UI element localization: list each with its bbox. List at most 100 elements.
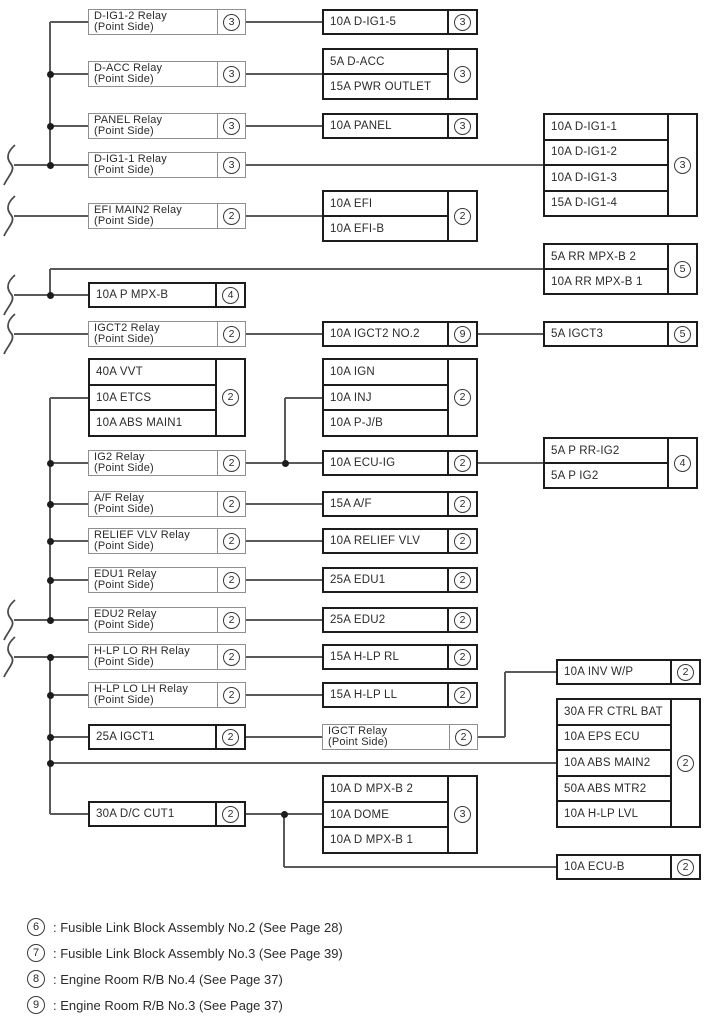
relay-name-label: EDU1 Relay(Point Side) xyxy=(89,568,217,592)
fuse-label: 10A ABS MAIN1 xyxy=(90,409,215,435)
junction-dot xyxy=(46,616,54,624)
relay-h-lp-lo-lh: H-LP LO LH Relay(Point Side)2 xyxy=(88,682,246,708)
relay-d-ig1-2: D-IG1-2 Relay(Point Side)3 xyxy=(88,9,246,35)
relay-igct: IGCT Relay(Point Side)2 xyxy=(322,724,478,750)
relay-label-area: EDU1 Relay(Point Side) xyxy=(89,568,217,592)
relay-label-line: IG2 Relay xyxy=(94,450,145,463)
location-badge-cell: 3 xyxy=(217,114,245,138)
fuse-label-area: 10A INV W/P xyxy=(558,661,670,683)
relay-panel: PANEL Relay(Point Side)3 xyxy=(88,113,246,139)
relay-label-line: A/F Relay xyxy=(94,491,145,504)
junction-dot xyxy=(46,733,54,741)
location-circled-number: 2 xyxy=(454,495,471,513)
relay-label-area: PANEL Relay(Point Side) xyxy=(89,114,217,138)
location-badge-cell: 2 xyxy=(447,530,476,552)
location-badge-cell: 2 xyxy=(447,609,476,631)
wire-break-symbol xyxy=(2,143,18,192)
location-circled-number: 2 xyxy=(454,611,471,629)
relay-name-label: PANEL Relay(Point Side) xyxy=(89,114,217,138)
fuse-label: 5A D-ACC xyxy=(330,55,385,68)
fuse-label: 50A ABS MTR2 xyxy=(558,774,670,801)
location-circled-number: 3 xyxy=(454,806,471,823)
wire-horizontal xyxy=(50,397,88,399)
location-badge-cell: 3 xyxy=(667,115,696,215)
location-circled-number: 3 xyxy=(223,65,240,83)
wire-vertical xyxy=(284,398,286,463)
relay-af: A/F Relay(Point Side) 2 xyxy=(88,491,246,517)
wire-horizontal xyxy=(50,813,88,815)
location-badge-cell: 2 xyxy=(217,322,245,346)
fuse-label: 10A EPS ECU xyxy=(558,723,670,750)
location-circled-number: 2 xyxy=(222,805,239,823)
wire-horizontal xyxy=(246,333,322,335)
location-circled-number: 3 xyxy=(454,13,471,31)
wire-vertical xyxy=(49,269,51,295)
wire-break-symbol xyxy=(2,194,18,243)
location-circled-number: 9 xyxy=(454,325,471,343)
location-circled-number: 3 xyxy=(674,156,691,174)
location-badge-cell: 5 xyxy=(667,245,696,293)
legend-circled-number: 8 xyxy=(27,970,45,988)
relay-label-line: D-ACC Relay xyxy=(94,61,163,74)
relay-label-line: RELIEF VLV Relay xyxy=(94,528,190,541)
relay-label-area: IGCT Relay(Point Side) xyxy=(323,725,449,749)
location-circled-number: 2 xyxy=(223,495,240,513)
fuse-label: 10A DOME xyxy=(324,800,447,827)
location-circled-number: 2 xyxy=(223,571,240,589)
wire-horizontal xyxy=(50,694,88,696)
wire-horizontal xyxy=(50,268,543,270)
junction-dot xyxy=(46,161,54,169)
wire-horizontal xyxy=(246,215,322,217)
relay-label-line: IGCT2 Relay xyxy=(94,321,160,334)
legend-item: 6 : Fusible Link Block Assembly No.2 (Se… xyxy=(27,918,343,936)
legend-text: : Fusible Link Block Assembly No.2 (See … xyxy=(53,919,343,935)
wire-horizontal xyxy=(246,503,322,505)
location-circled-number: 3 xyxy=(223,156,240,174)
relay-label-area: D-IG1-1 Relay(Point Side) xyxy=(89,153,217,177)
wire-vertical xyxy=(49,22,51,165)
wire-horizontal xyxy=(505,671,556,673)
location-badge-cell: 3 xyxy=(447,50,476,98)
location-circled-number: 2 xyxy=(223,532,240,550)
location-badge-cell: 3 xyxy=(447,777,476,852)
relay-label-line: (Point Side) xyxy=(94,462,154,474)
relay-label-line: D-IG1-1 Relay xyxy=(94,152,167,165)
fuse-label: 10A P MPX-B xyxy=(96,289,169,301)
legend-circled-number: 7 xyxy=(27,944,45,962)
relay-label-line: EFI MAIN2 Relay xyxy=(94,203,182,216)
relay-ig2: IG2 Relay(Point Side)2 xyxy=(88,450,246,476)
location-badge-cell: 2 xyxy=(217,529,245,553)
relay-label-area: H-LP LO RH Relay(Point Side) xyxy=(89,645,217,669)
location-badge-cell: 2 xyxy=(670,700,699,826)
fuse-label: 10A H-LP LVL xyxy=(558,800,670,826)
location-badge-cell: 2 xyxy=(217,608,245,632)
fuse-label: 10A IGN xyxy=(330,365,375,378)
junction-dot xyxy=(46,122,54,130)
relay-name-label: A/F Relay(Point Side) xyxy=(89,492,217,516)
fuse-label-area: 10A ECU-IG xyxy=(324,452,447,474)
wire-horizontal xyxy=(50,21,88,23)
fuse-label-area: 10A P MPX-B xyxy=(90,284,215,306)
relay-label-line: (Point Side) xyxy=(94,503,154,515)
fuse-label: 10A D-IG1-2 xyxy=(545,138,667,165)
wire-horizontal xyxy=(14,333,88,335)
fuse-label-area: 5A IGCT3 xyxy=(545,323,667,345)
location-badge-cell: 3 xyxy=(217,62,245,86)
location-badge-cell: 9 xyxy=(447,323,476,345)
relay-label-line: (Point Side) xyxy=(94,619,154,631)
location-badge-cell: 2 xyxy=(215,726,244,748)
location-badge-cell: 3 xyxy=(447,115,476,137)
